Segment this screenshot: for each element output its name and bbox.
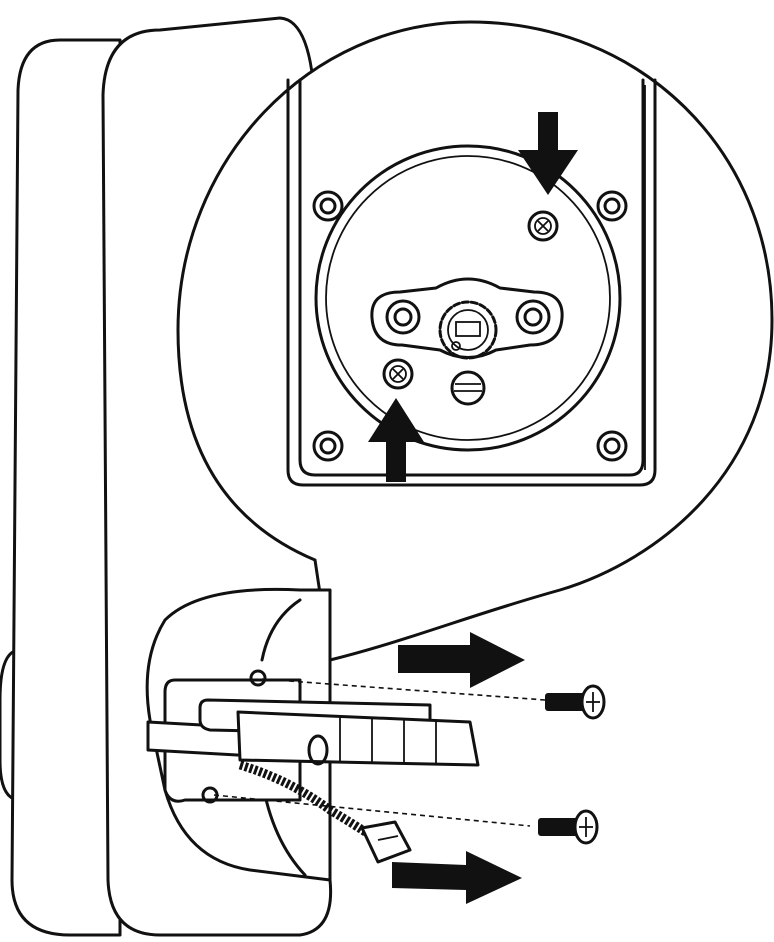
removed-screw-top: [545, 684, 606, 720]
marked-screw-top: [527, 210, 559, 242]
rotor-ring-inner: [325, 155, 611, 441]
spindle-assembly: [145, 587, 480, 882]
guide-line-top: [261, 678, 546, 701]
tailpiece-bar: [236, 710, 480, 767]
bracket-hole-top: [249, 669, 267, 687]
wire-connector: [360, 820, 412, 864]
wire-harness: [238, 760, 373, 839]
guide-line-bottom: [213, 794, 531, 827]
corner-screw: [312, 190, 344, 222]
rotor-ring-outer: [314, 144, 622, 452]
zoomed-mounting-plate: [286, 78, 657, 487]
cam-housing: [370, 277, 564, 359]
cam-ball: [450, 370, 486, 406]
arrow-right-bottom: [392, 851, 522, 904]
arrow-up: [368, 398, 424, 482]
plate-outer: [286, 78, 657, 487]
removed-screw-bottom: [538, 809, 599, 845]
corner-screw: [312, 430, 344, 462]
corner-screw: [596, 430, 628, 462]
plate-inner: [298, 78, 645, 477]
back-plate: [10, 38, 122, 937]
spindle-gear: [438, 300, 498, 360]
arrow-right-top: [398, 632, 525, 688]
corner-screw: [596, 190, 628, 222]
magnifier-callout: [176, 20, 774, 662]
marked-screw-bottom: [382, 358, 414, 390]
spindle-slot: [455, 321, 481, 337]
arrow-down: [518, 112, 578, 195]
